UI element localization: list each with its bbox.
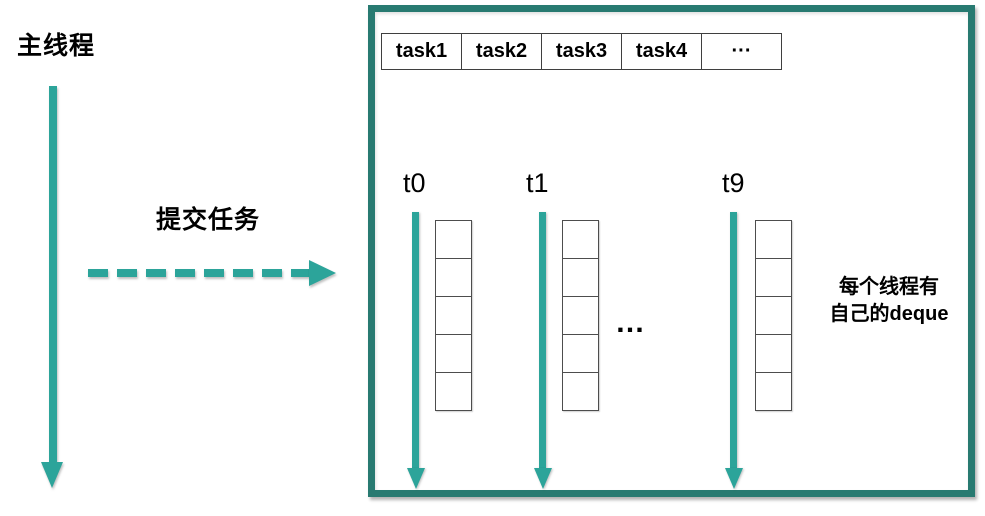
deque-note: 每个线程有 自己的deque xyxy=(803,274,975,328)
submit-task-label: 提交任务 xyxy=(156,206,261,234)
deque-cell xyxy=(435,372,472,411)
thread-t0-deque xyxy=(435,220,472,411)
task-queue-cell: task4 xyxy=(621,33,702,70)
thread-t9-arrow-head-icon xyxy=(725,468,743,489)
thread-t9-deque xyxy=(755,220,792,411)
submit-task-arrow-head-icon xyxy=(309,260,336,286)
thread-t1-deque xyxy=(562,220,599,411)
deque-cell xyxy=(435,334,472,373)
thread-pool-box: task1 task2 task3 task4 ··· t0 t1 … t9 每… xyxy=(368,5,975,497)
deque-cell xyxy=(755,296,792,335)
deque-cell xyxy=(562,258,599,297)
task-queue-cell: task2 xyxy=(461,33,542,70)
deque-note-line2: 自己的deque xyxy=(829,303,949,325)
deque-cell xyxy=(562,296,599,335)
thread-t1-label: t1 xyxy=(526,168,549,198)
deque-cell xyxy=(562,220,599,259)
thread-t0-arrow-head-icon xyxy=(407,468,425,489)
deque-cell xyxy=(562,334,599,373)
threads-ellipsis: … xyxy=(615,306,648,339)
task-queue-cell: task1 xyxy=(381,33,462,70)
deque-cell xyxy=(755,220,792,259)
task-queue: task1 task2 task3 task4 ··· xyxy=(381,33,782,70)
thread-t0-label: t0 xyxy=(403,168,426,198)
main-thread-arrow xyxy=(49,86,57,464)
task-queue-cell-ellipsis: ··· xyxy=(701,33,782,70)
deque-cell xyxy=(755,258,792,297)
thread-t1-arrow-head-icon xyxy=(534,468,552,489)
deque-cell xyxy=(435,220,472,259)
deque-cell xyxy=(562,372,599,411)
deque-cell xyxy=(435,258,472,297)
thread-t9-label: t9 xyxy=(722,168,745,198)
deque-note-line1: 每个线程有 xyxy=(839,276,939,298)
deque-cell xyxy=(755,334,792,373)
deque-cell xyxy=(755,372,792,411)
thread-t0-arrow xyxy=(412,212,419,468)
task-queue-cell: task3 xyxy=(541,33,622,70)
main-thread-arrow-head-icon xyxy=(41,462,63,488)
thread-t9-arrow xyxy=(730,212,737,468)
main-thread-label: 主线程 xyxy=(17,32,96,60)
deque-cell xyxy=(435,296,472,335)
submit-task-dashed-arrow xyxy=(88,269,310,277)
thread-t1-arrow xyxy=(539,212,546,468)
